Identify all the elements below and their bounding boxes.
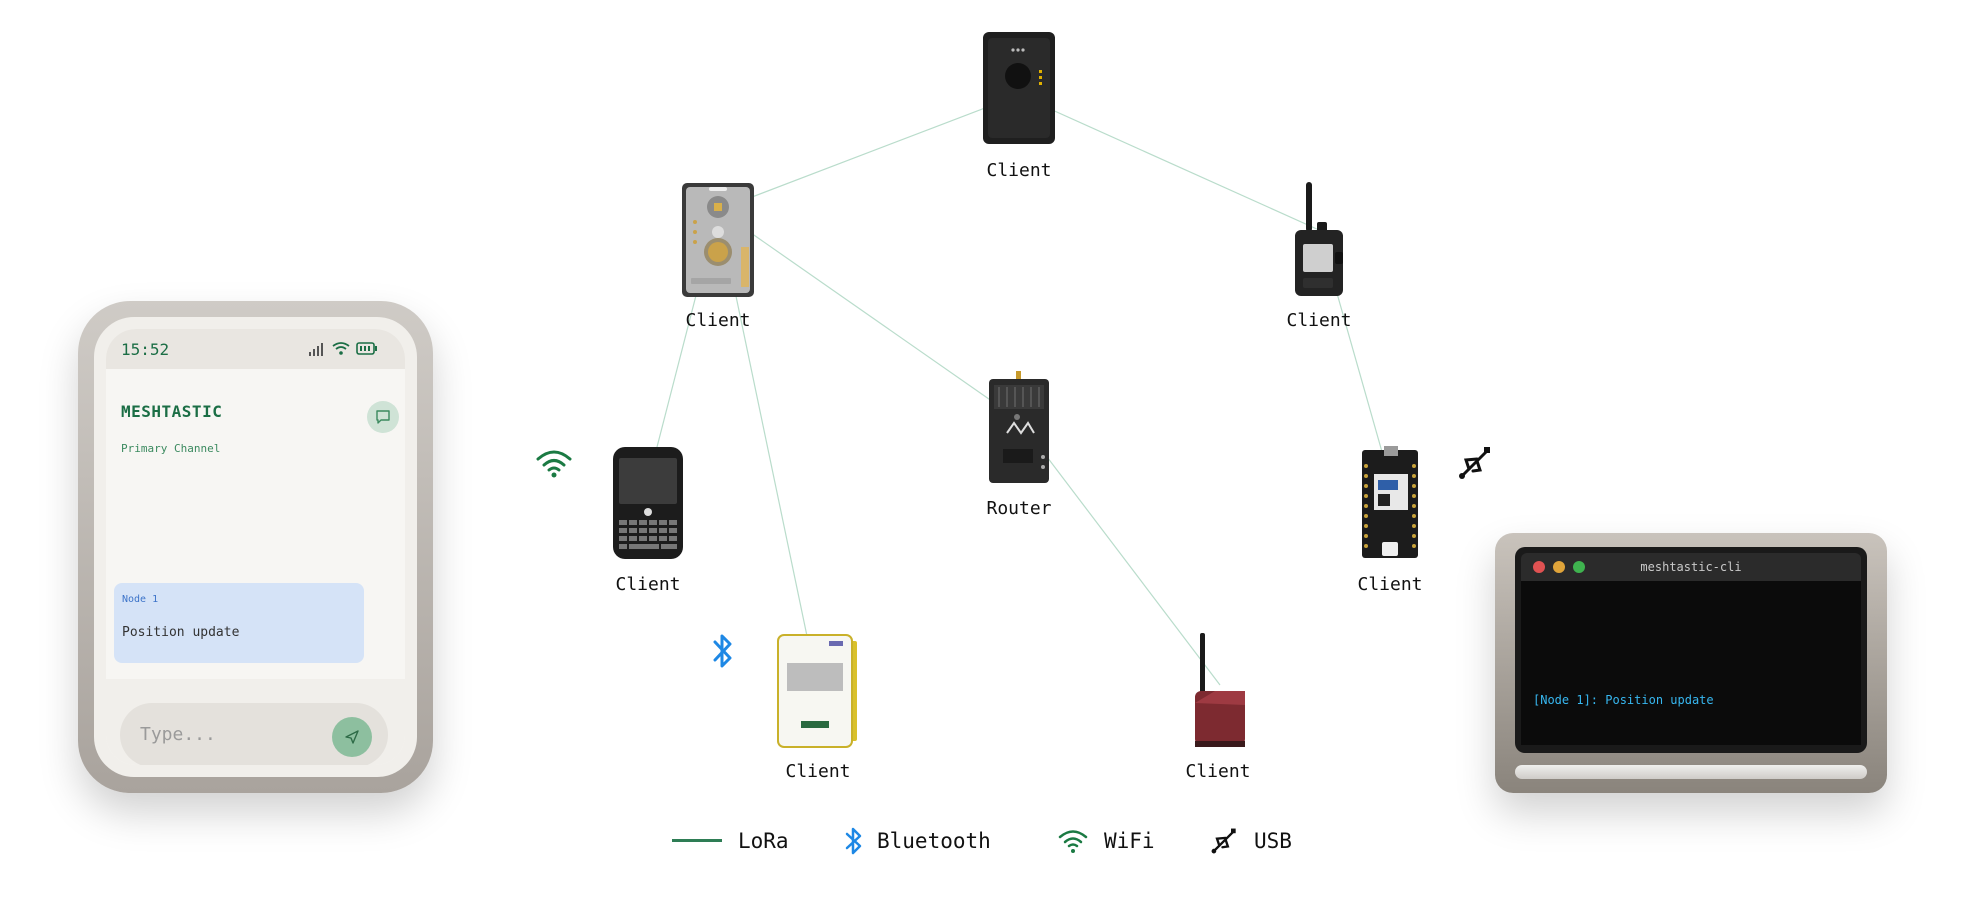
terminal-body[interactable]: [Node 1]: Position update (1521, 581, 1861, 745)
node-label: Client (1185, 761, 1251, 782)
laptop-base (1515, 765, 1867, 779)
input-area: Type... (106, 679, 405, 765)
terminal-title: meshtastic-cli (1640, 560, 1742, 574)
legend-label: USB (1254, 829, 1292, 853)
wifi-status-icon (332, 342, 350, 355)
legend-label: Bluetooth (877, 829, 991, 853)
node-label: Router (986, 498, 1052, 519)
phone-screen: 15:52 MESHTASTIC Primary Channel (106, 329, 405, 765)
bluetooth-icon (713, 634, 732, 668)
node-label: Client (1286, 310, 1352, 331)
station-box-device (989, 371, 1049, 483)
status-time: 15:52 (121, 340, 170, 359)
link-top-left (717, 94, 1020, 211)
node-label: Client (685, 310, 751, 331)
red-antenna-box-device (1195, 633, 1245, 747)
legend-label: WiFi (1104, 829, 1155, 853)
usb-icon (1459, 447, 1490, 479)
link-router-red (1018, 419, 1221, 686)
gray-board-device (682, 183, 754, 297)
laptop-screen: meshtastic-cli [Node 1]: Position update (1515, 547, 1867, 753)
radio-handheld-device (1295, 182, 1343, 296)
minimize-dot[interactable] (1553, 561, 1565, 573)
yellow-card-device (777, 634, 857, 748)
wifi-icon (1058, 830, 1088, 853)
message-input[interactable]: Type... (120, 703, 388, 765)
node-label: Client (1357, 574, 1423, 595)
chat-button[interactable] (367, 401, 399, 433)
close-dot[interactable] (1533, 561, 1545, 573)
channel-name: Primary Channel (121, 442, 221, 455)
status-bar: 15:52 (106, 329, 405, 369)
legend-label: LoRa (738, 829, 789, 853)
message-bubble[interactable]: Node 1 Position update (114, 583, 364, 663)
signal-icon (309, 343, 323, 356)
rak-board-device (1362, 446, 1418, 558)
phone-bezel: 15:52 MESHTASTIC Primary Channel (94, 317, 417, 777)
node-label: Client (615, 574, 681, 595)
black-tracker-device (983, 32, 1055, 144)
usb-icon (1211, 828, 1236, 854)
app-title: MESHTASTIC (121, 402, 223, 421)
node-label: Client (785, 761, 851, 782)
wifi-icon (536, 450, 572, 478)
send-button[interactable] (332, 717, 372, 757)
message-sender: Node 1 (122, 594, 159, 605)
send-icon (345, 730, 359, 744)
battery-icon (356, 342, 377, 355)
app-header: MESHTASTIC Primary Channel (106, 369, 405, 461)
phone-device: 15:52 MESHTASTIC Primary Channel (78, 301, 433, 793)
lora-line-swatch (672, 839, 722, 842)
chat-icon (376, 410, 390, 424)
terminal-titlebar: meshtastic-cli (1521, 553, 1861, 581)
node-label: Client (986, 160, 1052, 181)
laptop-device: meshtastic-cli [Node 1]: Position update (1495, 533, 1887, 793)
message-text: Position update (122, 625, 240, 640)
maximize-dot[interactable] (1573, 561, 1585, 573)
bluetooth-icon (845, 827, 862, 855)
keyboard-device (613, 447, 683, 559)
terminal-line: [Node 1]: Position update (1533, 693, 1714, 707)
link-top-right (1018, 94, 1320, 231)
message-input-placeholder: Type... (140, 724, 216, 745)
link-left-router (717, 209, 1020, 421)
